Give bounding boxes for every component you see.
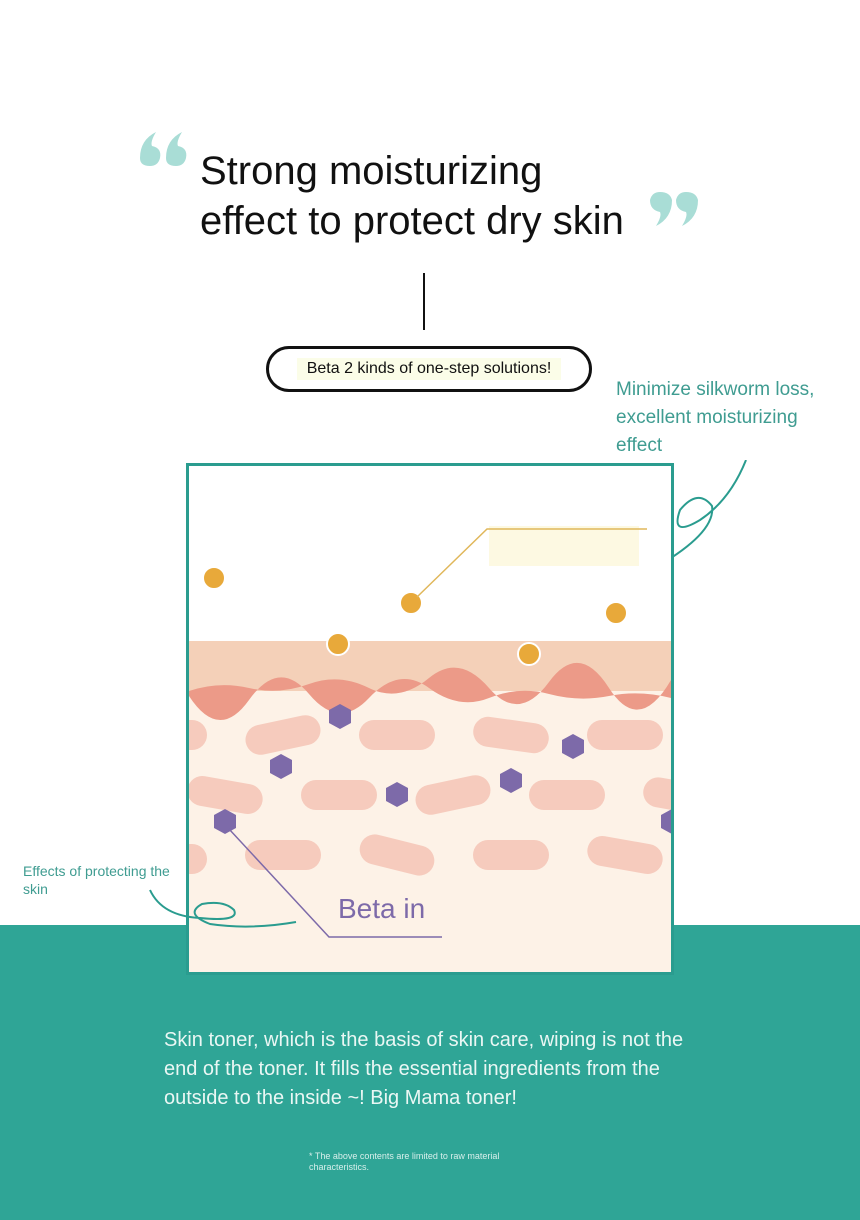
skin-cell [189,844,207,874]
moisture-droplet [399,591,423,615]
headline-line-2: effect to protect dry skin [200,199,624,243]
swirl-decoration-right [657,460,747,567]
skin-cell [643,777,671,813]
skin-cell [415,775,491,815]
beta-hexagon [661,809,671,834]
skin-cell [245,715,321,755]
quote-close-icon [650,192,698,226]
beta-in-label: Beta in [338,893,426,924]
skin-cell [587,836,663,874]
skin-cell [587,720,663,750]
moisture-droplet [604,601,628,625]
footnote: * The above contents are limited to raw … [309,1151,500,1172]
skin-cell [245,840,321,870]
side-note-protect: Effects of protecting the skin [23,863,170,897]
hexagon-leader-line [228,828,442,938]
beta-hexagon [386,782,408,807]
headline: Strong moisturizing effect to protect dr… [200,146,720,246]
highlight-glow [489,526,639,566]
skin-cell [529,780,605,810]
skin-diagram-graphic [189,466,671,938]
swirl-decoration-left [149,889,297,928]
beta-hexagon [214,809,236,834]
moisture-droplet [202,566,226,590]
beta-hexagon [562,734,584,759]
beta-hexagon [270,754,292,779]
headline-line-1: Strong moisturizing [200,149,543,193]
skin-cell [189,776,263,814]
skin-cell [359,720,435,750]
skin-cell [189,720,207,750]
quote-open-icon [140,132,187,166]
solution-pill-label: Beta 2 kinds of one-step solutions! [296,358,562,380]
side-note-moisturizing: Minimize silkworm loss, excellent moistu… [616,379,815,456]
skin-cell [301,780,377,810]
skin-cell [359,834,435,876]
moisture-droplets [202,566,628,666]
beta-hexagon [500,768,522,793]
moisture-droplet [517,642,541,666]
beta-hexagon [329,704,351,729]
skin-barrier-line [189,662,671,721]
solution-pill: Beta 2 kinds of one-step solutions! [266,346,592,392]
skin-cell [473,716,549,754]
moisture-droplet [326,632,350,656]
droplet-leader-line [416,528,647,598]
connector-line [423,273,425,330]
beta-hexagons [214,704,671,834]
body-copy: Skin toner, which is the basis of skin c… [164,1029,684,1109]
skin-cell [473,840,549,870]
skin-diagram [186,463,674,975]
skin-cells [189,715,671,876]
